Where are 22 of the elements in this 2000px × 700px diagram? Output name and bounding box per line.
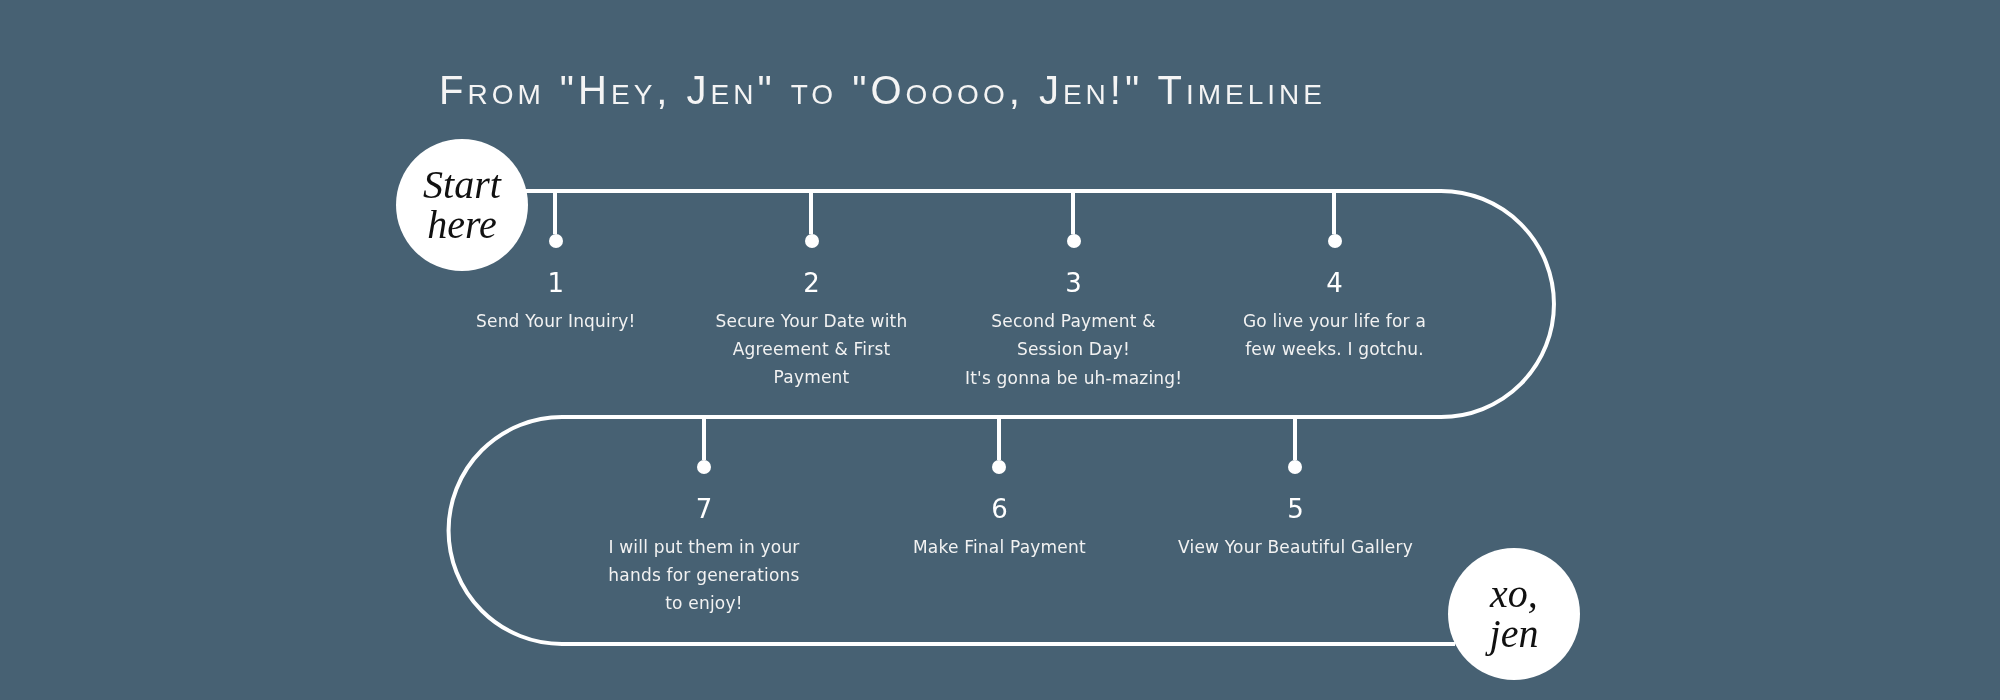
step-description: Go live your life for a few weeks. I gotchu. [1241,310,1428,361]
step-number: 7 [695,494,713,524]
step-description: I will put them in your hands for generations to enjoy! [607,536,801,615]
timeline-line [809,189,1075,234]
step-description: Make Final Payment [913,536,1086,559]
step-description: Secure Your Date with Agreement & First Payment [714,310,909,389]
step-description: View Your Beautiful Gallery [1178,536,1413,559]
step-number: 4 [1326,268,1343,298]
step-number: 1 [547,268,564,298]
timeline-line [1071,189,1336,234]
step-description: Second Payment & Session Day! [990,310,1157,361]
timeline-line [446,415,1455,646]
timeline-line [553,189,813,234]
step-number: 3 [1065,268,1082,298]
title: From "Hey, Jen" to "Ooooo, Jen!" Timeline [439,67,1326,114]
step-number: 5 [1287,494,1304,524]
step-description: Send Your Inquiry! [476,310,636,333]
step-number: 2 [803,268,820,298]
signature-text: xo, jen [1474,574,1554,654]
step-number: 6 [991,494,1008,524]
note-text: It's gonna be uh-mazing! [965,367,1183,390]
start-text: Start here [422,165,503,245]
